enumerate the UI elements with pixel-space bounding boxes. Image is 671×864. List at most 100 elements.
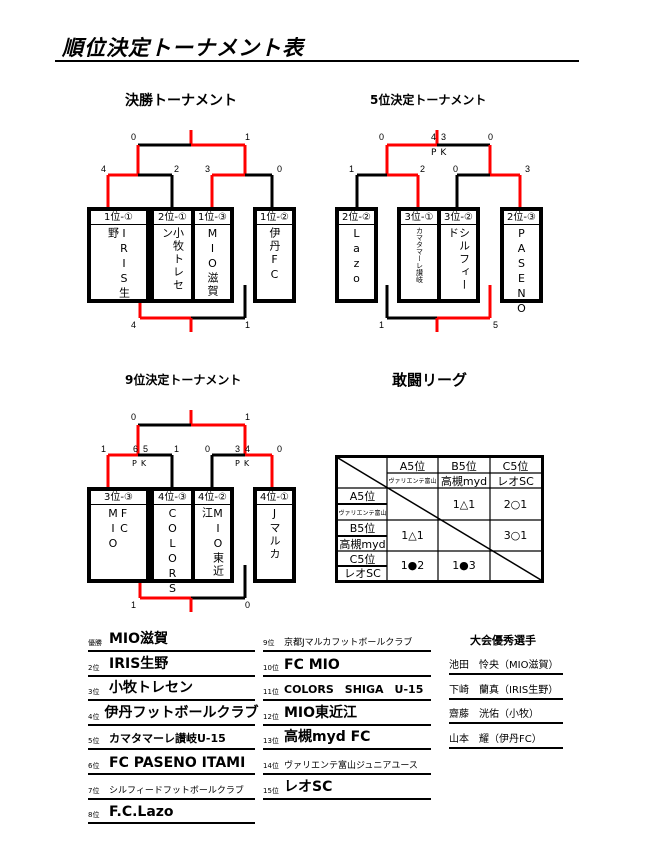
score: 0 [245, 600, 251, 610]
col-group: C5位 [502, 459, 529, 473]
result: 1△1 [452, 497, 476, 511]
team: MIO東近江 [284, 704, 358, 721]
seed: 4位-② [195, 491, 230, 505]
score: 4 [101, 164, 107, 174]
seed: 2位-③ [504, 211, 539, 225]
team-name: MIO東近江 [200, 507, 225, 578]
seed: 2位-② [339, 211, 374, 225]
score: 2 [174, 164, 180, 174]
rank: 11位 [263, 688, 279, 697]
standing-row: 13位高槻myd FC [263, 726, 431, 751]
ninth-heading: 9位決定トーナメント [125, 373, 242, 387]
rank: 3位 [88, 688, 100, 697]
team-box: 4位-③ COLORS [150, 487, 195, 597]
rank: 14位 [263, 762, 279, 770]
mvp-player: 下崎 蘭真（IRIS生野） [449, 676, 563, 700]
fifth-heading: 5位決定トーナメント [370, 93, 487, 107]
result: 1△1 [401, 529, 424, 542]
rank: 6位 [88, 762, 100, 770]
col-group: B5位 [451, 459, 477, 473]
team: レオSC [284, 778, 333, 795]
standing-row: 10位 FC MIO [263, 653, 431, 677]
seed: 2位-① [154, 211, 191, 225]
team-box: 4位-② MIO東近江 [191, 487, 234, 583]
standing-row: 3位小牧トレセン [88, 677, 255, 702]
row-group: B5位 [349, 522, 376, 535]
team-box: 4位-① Jマルカ [253, 487, 296, 583]
row-group: A5位 [349, 490, 376, 503]
pk-label: PK [132, 459, 151, 468]
standing-row: 9位京都Jマルカフットボールクラブ [263, 628, 431, 652]
rank: 8位 [88, 811, 100, 820]
team-name: 伊丹FC [268, 227, 281, 283]
score: 6 [133, 444, 139, 454]
team-name: COLORS [166, 507, 179, 597]
score: 1 [379, 320, 385, 330]
col-team: レオSC [497, 474, 534, 488]
team: IRIS生野 [109, 655, 169, 672]
team: ヴァリエンテ富山ジュニアユース [284, 761, 418, 771]
score: 1 [131, 600, 137, 610]
score: 5 [143, 444, 149, 454]
seed: 1位-③ [195, 211, 230, 225]
seed: 3位-③ [91, 491, 146, 505]
score: 0 [131, 132, 137, 142]
team: 京都Jマルカフットボールクラブ [284, 638, 413, 648]
rank: 10位 [263, 663, 279, 672]
score: 1 [245, 320, 251, 330]
standing-row: 4位伊丹フットボールクラブ [88, 702, 259, 726]
pk-label: PK [431, 148, 451, 158]
result: 1●3 [452, 559, 476, 572]
title-underline [55, 60, 579, 62]
team: 伊丹フットボールクラブ [104, 704, 259, 721]
page-title: 順位決定トーナメント表 [62, 36, 304, 60]
score: 4 [431, 132, 437, 142]
score: 1 [349, 164, 355, 174]
score: 0 [453, 164, 459, 174]
league-table: A5位 B5位 C5位 ヴァリエンテ富山 高槻myd レオSC A5位 ヴァリエ… [335, 455, 544, 583]
team-box: 2位-② Lazo [335, 207, 378, 303]
team: 高槻myd FC [284, 729, 371, 746]
rank: 優勝 [88, 639, 102, 647]
rank: 15位 [263, 786, 279, 795]
score: 5 [493, 320, 499, 330]
seed: 1位-① [91, 211, 146, 225]
standing-row: 7位シルフィードフットボールクラブ [88, 776, 255, 800]
seed: 4位-③ [154, 491, 191, 505]
row-team: レオSC [344, 567, 381, 580]
team-name: MIO滋賀 [206, 227, 219, 298]
standing-row: 15位レオSC [263, 776, 431, 800]
rank: 5位 [88, 737, 100, 746]
seed: 4位-① [257, 491, 292, 505]
seed: 3位-① [401, 211, 437, 225]
score: 1 [245, 132, 251, 142]
result: 2○1 [503, 497, 528, 511]
score: 1 [245, 412, 251, 422]
team: MIO滋賀 [109, 631, 169, 647]
team-name: Jマルカ [268, 507, 281, 561]
seed: 3位-② [441, 211, 476, 225]
score: 0 [205, 444, 211, 454]
row-group: C5位 [349, 552, 376, 566]
team: FC MIO [284, 656, 340, 673]
score: 0 [277, 444, 283, 454]
pk-label: PK [235, 459, 254, 468]
col-team: 高槻myd [440, 474, 488, 488]
seed: 1位-② [257, 211, 292, 225]
team-name: カマタマーレ讃岐 [415, 227, 424, 283]
score: 3 [525, 164, 531, 174]
mvp-player: 池田 怜央（MIO滋賀） [449, 651, 563, 675]
score: 0 [488, 132, 494, 142]
team: シルフィードフットボールクラブ [109, 785, 244, 796]
team-name: Lazo [350, 227, 363, 287]
score: 3 [235, 444, 241, 454]
league-grid [338, 458, 541, 580]
